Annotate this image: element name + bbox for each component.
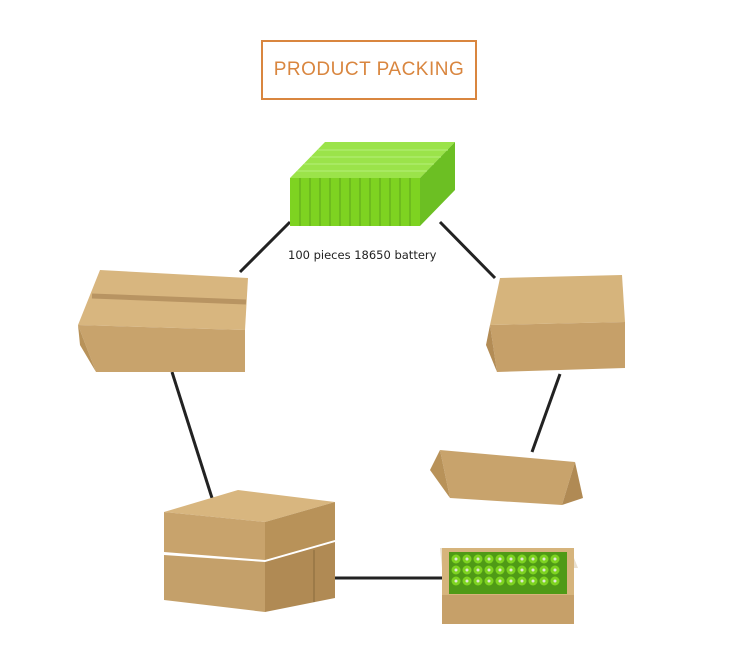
closed-box-right-image: [486, 275, 625, 372]
line-battery-to-box-left: [238, 220, 292, 274]
open-box-batteries-image: [430, 450, 583, 624]
line-box-left-to-stack: [170, 371, 214, 499]
battery-grid: [449, 552, 567, 594]
title-box: PRODUCT PACKING: [261, 40, 477, 100]
page-title: PRODUCT PACKING: [273, 59, 465, 80]
line-battery-to-box-right: [438, 220, 497, 280]
battery-block-image: [290, 142, 455, 226]
connector-lines: [170, 220, 562, 580]
closed-box-left-image: [78, 270, 248, 372]
line-box-right-to-open: [530, 373, 562, 453]
battery-caption: 100 pieces 18650 battery: [288, 248, 437, 262]
stacked-boxes-image: [164, 490, 335, 612]
